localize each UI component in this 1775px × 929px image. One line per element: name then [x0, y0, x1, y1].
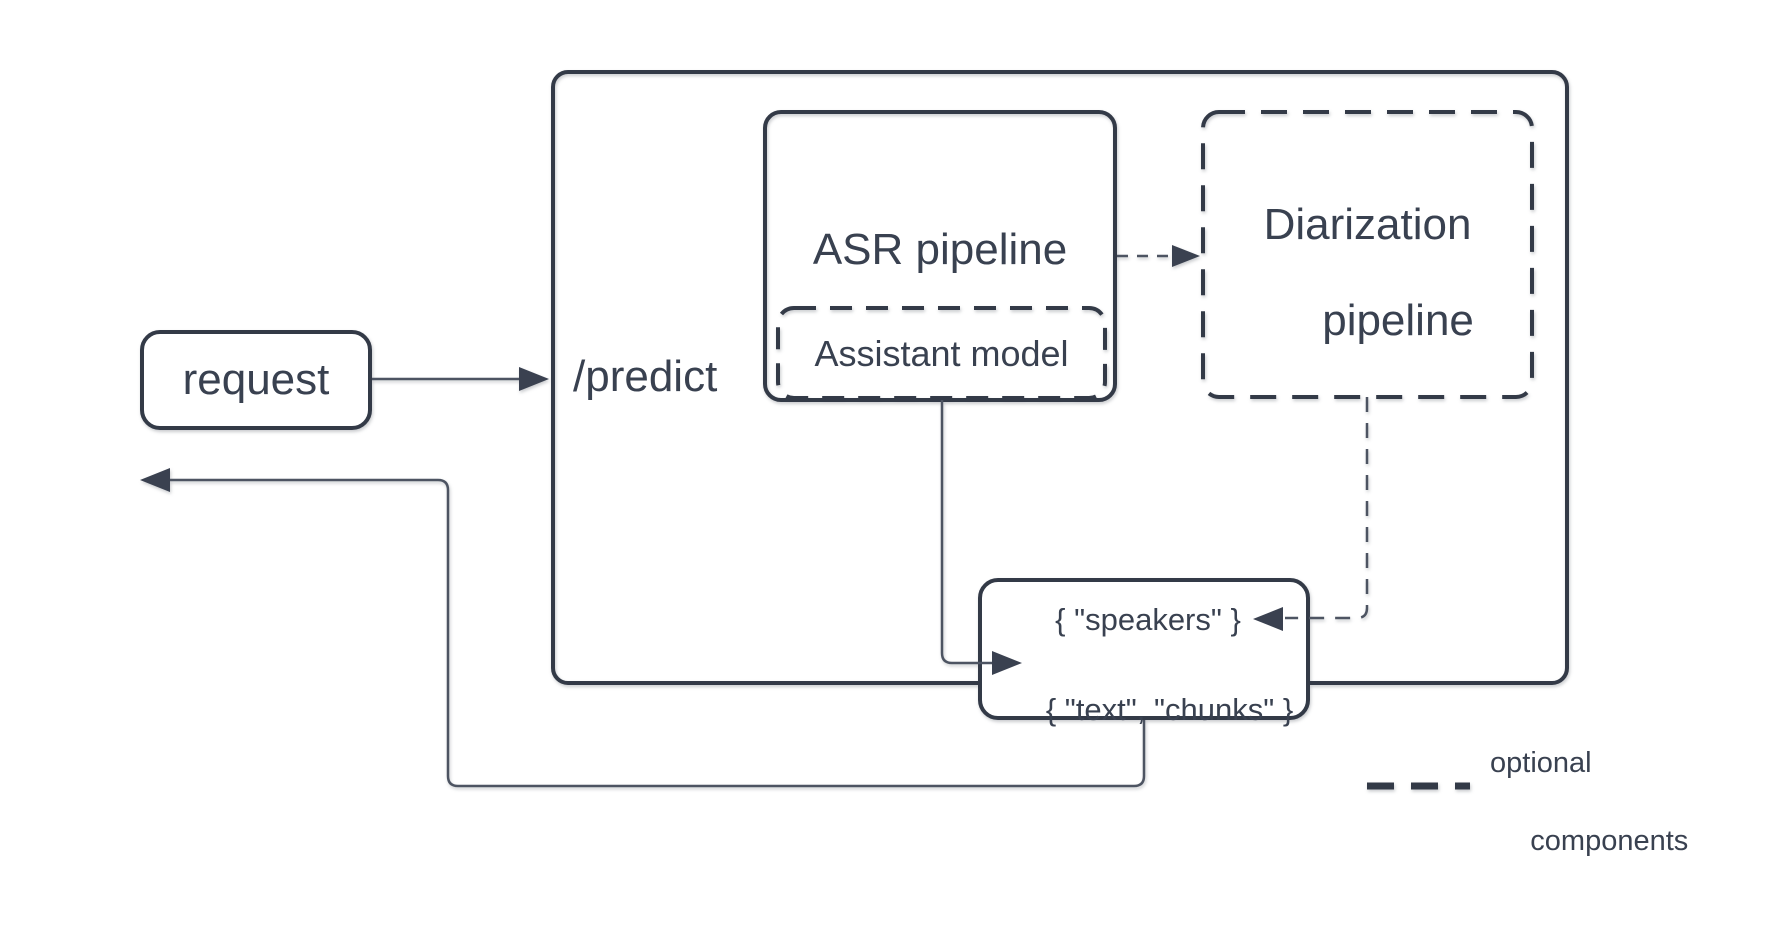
asr-to-diarization-arrowhead [1172, 245, 1200, 267]
legend-label-line1: optional [1490, 747, 1592, 779]
asr-pipeline-label: ASR pipeline [812, 225, 1068, 274]
diarization-to-output-dashed-line [1285, 397, 1369, 620]
diarization-label-line2: pipeline [1322, 296, 1474, 345]
output-json-box [978, 578, 1310, 720]
diarization-pipeline-dashed-box [1201, 110, 1534, 399]
diarization-label-line1: Diarization [1263, 200, 1472, 249]
output-speakers-text: { "speakers" } [1055, 602, 1241, 637]
asr-to-output-line [940, 400, 992, 665]
output-text-chunks-text: { "text", "chunks" } [1045, 692, 1294, 727]
request-label: request [182, 355, 330, 404]
request-box [140, 330, 372, 430]
diarization-pipeline-label: Diarization pipeline [1203, 201, 1532, 345]
legend-label-line2: components [1530, 825, 1689, 857]
assistant-model-dashed-box [776, 306, 1107, 400]
response-return-line [170, 478, 1146, 788]
diarization-to-output-arrowhead [1253, 607, 1283, 631]
predict-endpoint-label: /predict [573, 352, 718, 401]
legend-optional-components-label: optional components [1490, 744, 1688, 861]
request-to-predict-arrowhead [519, 367, 549, 391]
assistant-model-label: Assistant model [814, 333, 1069, 374]
asr-to-output-arrowhead [992, 651, 1022, 675]
response-return-arrowhead [140, 468, 170, 492]
output-json-label: { "speakers" } { "text", "chunks" } [988, 597, 1308, 732]
